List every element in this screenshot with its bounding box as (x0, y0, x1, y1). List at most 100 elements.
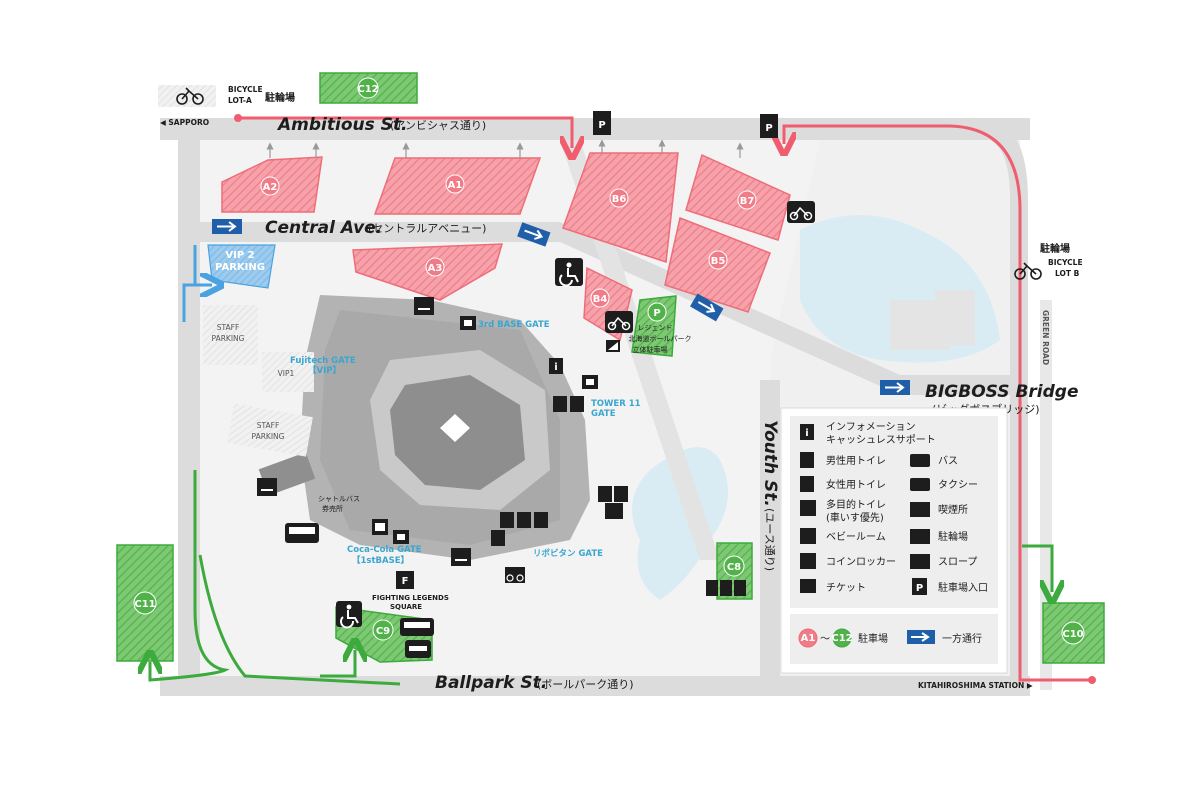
parking-entrance-icon: P (593, 111, 611, 135)
legend-inner (790, 416, 998, 608)
svg-text:スロープ: スロープ (938, 556, 977, 568)
svg-text:キャッシュレスサポート: キャッシュレスサポート (826, 434, 936, 446)
gate-fujitech-2: 【VIP】 (308, 365, 341, 376)
staff-parking-1-label-1: STAFF (217, 323, 240, 332)
parking-garage[interactable]: P (631, 295, 677, 357)
road-right-curve (980, 118, 1028, 690)
legend-ticket: チケット (800, 579, 866, 594)
svg-text:i: i (805, 428, 808, 439)
street-youth: Youth St. (760, 420, 780, 507)
shuttle-ticket-1: シャトルバス (318, 495, 360, 503)
slope-icon (606, 340, 620, 352)
street-central: Central Ave. (265, 218, 382, 238)
gate-cocacola-2: 【1stBASE】 (352, 555, 409, 566)
route-red-end (1088, 676, 1096, 684)
bicycle-lot-a-ja: 駐輪場 (265, 91, 295, 104)
street-ballpark-ja: (ボールパーク通り) (537, 678, 634, 691)
lot-b5-label: B5 (711, 256, 726, 267)
lot-c12-label: C12 (357, 84, 378, 95)
svg-text:P: P (598, 120, 605, 131)
oneway-arrow-b5 (690, 293, 724, 322)
lot-b7[interactable]: B7 (685, 153, 791, 241)
street-youth-ja: (ユース通り) (763, 508, 776, 571)
street-central-ja: (セントラルアベニュー) (368, 222, 486, 235)
smoking-icon (257, 478, 277, 496)
street-green-road: GREEN ROAD (1041, 310, 1050, 365)
vip1-label: VIP1 (278, 369, 295, 378)
staff-parking-2-label-1: STAFF (257, 421, 280, 430)
legend-oneway: 一方通行 (907, 630, 982, 645)
vip1-area (262, 352, 314, 392)
staff-parking-1-label-2: PARKING (212, 334, 245, 343)
oneway-arrow-central-2 (517, 222, 551, 247)
bicycle-lot-a-label-1: BICYCLE (228, 85, 263, 94)
road-central (200, 222, 1028, 395)
lot-b6-label: B6 (612, 194, 627, 205)
parking-entrance-icon: P (760, 114, 778, 138)
route-green-left-inner (198, 554, 401, 686)
svg-text:(車いす優先): (車いす優先) (826, 511, 884, 524)
bicycle-lot-b-ja: 駐輪場 (1040, 242, 1070, 255)
vip2-label-2: PARKING (215, 262, 265, 273)
entrance-arrows (266, 139, 744, 158)
staff-parking-2-label-2: PARKING (252, 432, 285, 441)
gate-lipovitan: リポビタン GATE (533, 548, 603, 559)
motorcycle-icon (605, 311, 633, 333)
pond (632, 447, 728, 600)
gate-fujitech-1: Fujitech GATE (290, 356, 356, 366)
legend-parking-entrance: P 駐車場入口 (912, 578, 988, 595)
shuttle-ticket-2: 券売所 (322, 504, 343, 513)
svg-text:喫煙所: 喫煙所 (938, 504, 968, 516)
svg-text:多目的トイレ: 多目的トイレ (826, 498, 886, 511)
svg-text:P: P (916, 583, 923, 594)
street-ambitious: Ambitious St. (276, 115, 407, 135)
baseball-diamond (440, 414, 470, 442)
vip2-parking[interactable]: VIP 2 PARKING (207, 244, 276, 289)
route-green-left (150, 470, 230, 682)
motorcycle-icon (787, 201, 815, 223)
svg-text:女性用トイレ: 女性用トイレ (826, 478, 886, 491)
ticket-icon (582, 375, 598, 389)
road-ballpark (160, 676, 1030, 696)
lot-a1-label: A1 (448, 180, 463, 191)
lot-c11-label: C11 (134, 599, 155, 610)
route-green-c10 (1022, 544, 1052, 592)
lot-a2[interactable]: A2 (221, 156, 323, 213)
ticket-icon (460, 316, 476, 330)
lot-c11[interactable]: C11 (116, 544, 174, 662)
street-ambitious-ja: (アンビシャス通り) (390, 119, 486, 132)
bicycle-icon (1014, 262, 1042, 280)
bicycle-lot-a-label-2: LOT-A (228, 96, 252, 105)
lot-b7-label: B7 (740, 196, 755, 207)
legend-womens: 女性用トイレ (800, 476, 886, 492)
bus-icon (400, 618, 434, 636)
fighters-square-1: FIGHTING LEGENDS (372, 594, 449, 602)
legend-inner-2 (790, 614, 998, 664)
lot-c10-label: C10 (1062, 629, 1083, 640)
legend-mens: 男性用トイレ (800, 452, 886, 468)
lot-a3[interactable]: A3 (352, 243, 504, 301)
wheelchair-icon (336, 601, 362, 629)
lot-b6[interactable]: B6 (562, 152, 679, 264)
bicycle-lot-b-label-1: BICYCLE (1048, 258, 1083, 267)
smoking-icon (451, 548, 471, 566)
lot-c12[interactable]: C12 (319, 72, 418, 104)
building-block (935, 290, 975, 345)
lot-a1[interactable]: A1 (373, 157, 542, 215)
svg-text:A1: A1 (801, 633, 816, 644)
lot-c10[interactable]: C10 (1042, 602, 1105, 664)
legend-info: i インフォメーション キャッシュレスサポート (800, 422, 936, 446)
wheelchair-icon (555, 258, 583, 287)
legend-taxi: タクシー (910, 478, 978, 491)
svg-text:バス: バス (938, 455, 958, 467)
lot-a2-label: A2 (263, 182, 278, 193)
legend-baby: ベビールーム (800, 528, 886, 544)
lot-b5[interactable]: B5 (664, 216, 771, 313)
svg-text:男性用トイレ: 男性用トイレ (826, 454, 886, 467)
legend-bicycle: 駐輪場 (910, 529, 968, 544)
svg-text:コインロッカー: コインロッカー (826, 556, 896, 568)
svg-text:駐車場入口: 駐車場入口 (938, 581, 988, 594)
legend-smoking: 喫煙所 (910, 502, 968, 517)
bicycle-icon (176, 87, 204, 105)
route-green-c9 (320, 650, 355, 678)
